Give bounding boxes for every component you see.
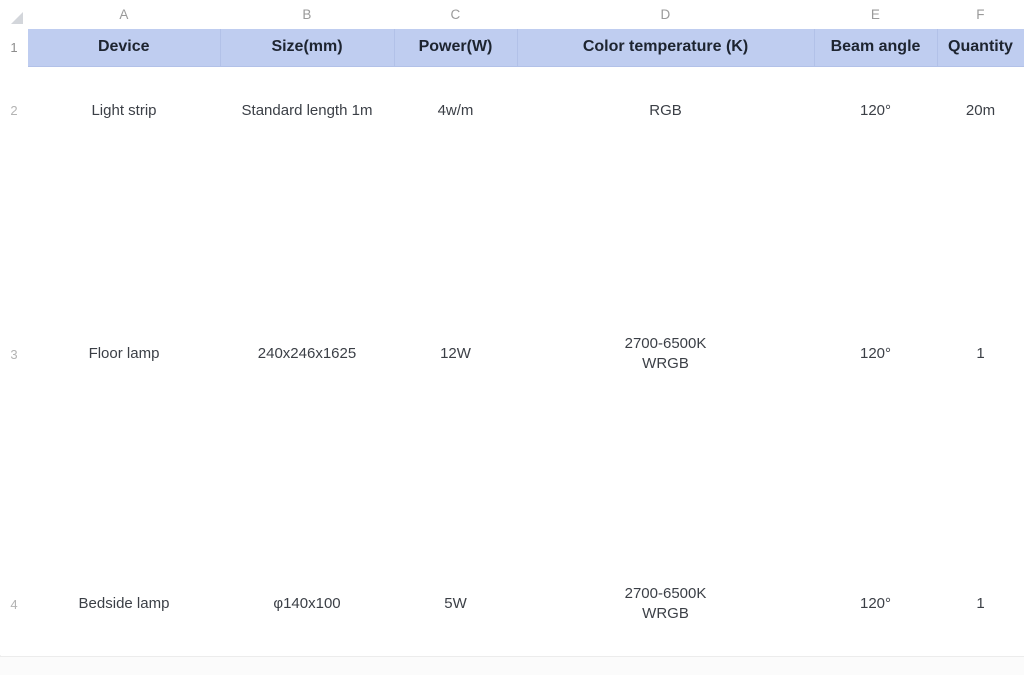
sheet-bottom-filler [0, 656, 1024, 675]
cell-power[interactable]: 12W [394, 155, 517, 553]
cell-size[interactable]: 240x246x1625 [220, 155, 394, 553]
column-header-f[interactable]: F [937, 0, 1024, 29]
column-header-c[interactable]: C [394, 0, 517, 29]
column-header-d[interactable]: D [517, 0, 814, 29]
cell-device[interactable]: Bedside lamp [28, 553, 220, 655]
column-header-b[interactable]: B [220, 0, 394, 29]
column-header-row: A B C D E F [0, 0, 1024, 29]
cell-color-temperature-line2: WRGB [642, 355, 689, 372]
row-number-3[interactable]: 3 [0, 155, 28, 553]
cell-quantity[interactable]: 20m [937, 66, 1024, 155]
cell-color-temperature[interactable]: 2700-6500K WRGB [517, 155, 814, 553]
header-cell-size[interactable]: Size(mm) [220, 29, 395, 67]
row-number-2[interactable]: 2 [0, 66, 28, 155]
cell-color-temperature[interactable]: 2700-6500K WRGB [517, 553, 814, 655]
cell-quantity[interactable]: 1 [937, 155, 1024, 553]
cell-beam-angle[interactable]: 120° [814, 553, 937, 655]
column-header-a[interactable]: A [28, 0, 220, 29]
table-header-row: 1 Device Size(mm) Power(W) Color tempera… [0, 29, 1024, 67]
row-number-1[interactable]: 1 [0, 29, 28, 66]
header-cell-beam-angle[interactable]: Beam angle [814, 29, 938, 67]
cell-color-temperature-line1: 2700-6500K [624, 584, 707, 602]
cell-size[interactable]: φ140x100 [220, 553, 394, 655]
cell-quantity[interactable]: 1 [937, 553, 1024, 655]
cell-power[interactable]: 4w/m [394, 66, 517, 155]
select-all-corner[interactable] [0, 0, 28, 29]
spreadsheet-grid: A B C D E F 1 Device Size(mm) Power(W) C… [0, 0, 1024, 655]
header-cell-color-temperature[interactable]: Color temperature (K) [517, 29, 815, 67]
table-row: 4 Bedside lamp φ140x100 5W 2700-6500K WR… [0, 553, 1024, 655]
header-cell-device[interactable]: Device [28, 29, 221, 67]
column-header-e[interactable]: E [814, 0, 937, 29]
row-number-4[interactable]: 4 [0, 553, 28, 655]
cell-power[interactable]: 5W [394, 553, 517, 655]
cell-beam-angle[interactable]: 120° [814, 155, 937, 553]
select-all-triangle-icon [11, 12, 23, 24]
cell-size[interactable]: Standard length 1m [220, 66, 394, 155]
cell-color-temperature-line1: RGB [649, 101, 682, 119]
cell-color-temperature-line2: WRGB [642, 605, 689, 622]
header-cell-power[interactable]: Power(W) [394, 29, 518, 67]
header-cell-quantity[interactable]: Quantity [937, 29, 1024, 67]
table-row: 2 Light strip Standard length 1m 4w/m RG… [0, 66, 1024, 155]
cell-device[interactable]: Floor lamp [28, 155, 220, 553]
cell-device[interactable]: Light strip [28, 66, 220, 155]
cell-beam-angle[interactable]: 120° [814, 66, 937, 155]
table-row: 3 Floor lamp 240x246x1625 12W 2700-6500K… [0, 155, 1024, 553]
cell-color-temperature[interactable]: RGB [517, 66, 814, 155]
cell-color-temperature-line1: 2700-6500K [624, 334, 707, 352]
